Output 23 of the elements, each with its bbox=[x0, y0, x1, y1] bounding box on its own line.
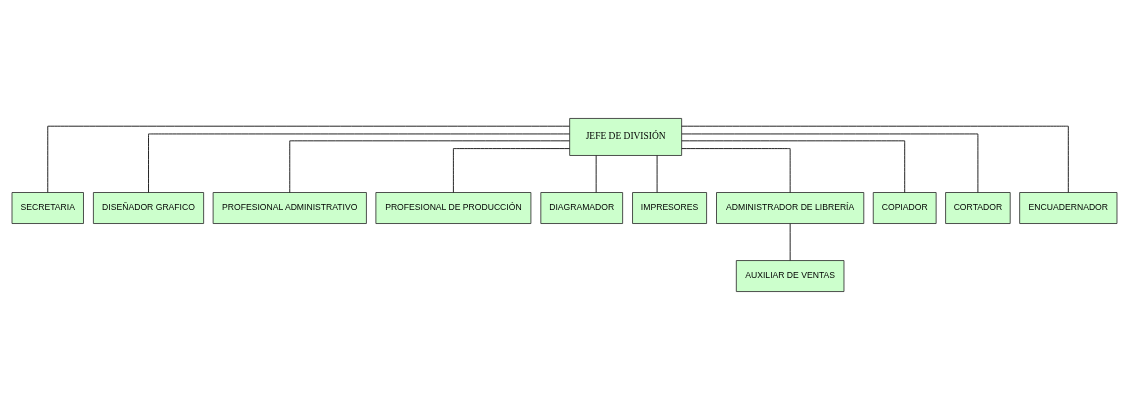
node-box: AUXILIAR DE VENTAS bbox=[735, 259, 845, 292]
connector bbox=[595, 154, 597, 193]
node-box: SECRETARIA bbox=[11, 191, 84, 224]
connector bbox=[656, 154, 658, 193]
connector bbox=[681, 133, 979, 193]
node-box: JEFE DE DIVISIÓN bbox=[569, 117, 683, 156]
node-box: COPIADOR bbox=[872, 191, 937, 224]
connector bbox=[452, 147, 570, 193]
node-box: ENCUADERNADOR bbox=[1019, 191, 1118, 224]
node-box: PROFESIONAL ADMINISTRATIVO bbox=[212, 191, 367, 224]
connector bbox=[789, 222, 791, 261]
node-box: IMPRESORES bbox=[632, 191, 708, 224]
node-box: DISEÑADOR GRAFICO bbox=[92, 191, 205, 224]
node-box: PROFESIONAL DE PRODUCCIÓN bbox=[375, 191, 532, 224]
connector bbox=[681, 125, 1069, 193]
connector bbox=[289, 139, 570, 193]
connector bbox=[148, 133, 570, 193]
node-box: ADMINISTRADOR DE LIBRERÍA bbox=[716, 191, 865, 224]
connector bbox=[47, 125, 570, 193]
node-box: CORTADOR bbox=[945, 191, 1011, 224]
connector bbox=[681, 147, 791, 193]
node-box: DIAGRAMADOR bbox=[540, 191, 624, 224]
connector bbox=[681, 139, 906, 193]
